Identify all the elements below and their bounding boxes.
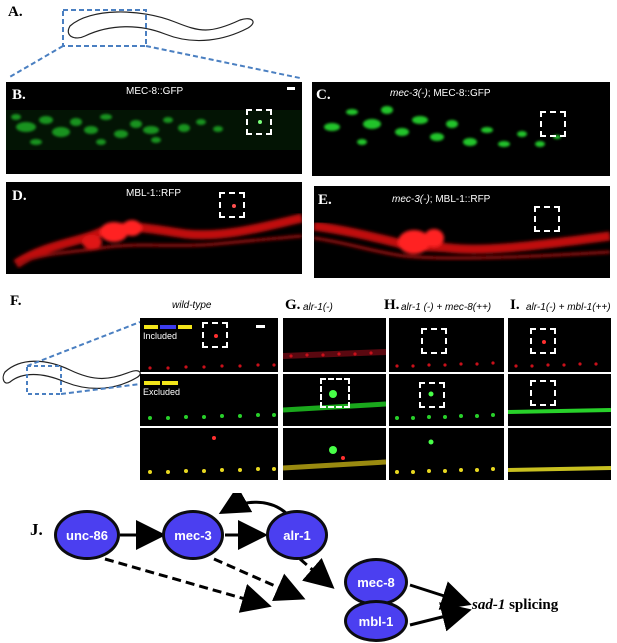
included-label: Included [143,331,178,341]
column-label-alr-1-mec-8: alr-1 (-) + mec-8(++) [401,302,492,313]
panel-b-image: MEC-8::GFP [6,82,302,174]
included-bar-yellow-2 [178,325,192,329]
panel-e-roi [534,206,560,232]
panel-f-label: F. [10,293,22,309]
panel-c-caption: mec-3(-); MEC-8::GFP [390,88,491,99]
worm-outline-icon [7,9,301,79]
panel-b-label: B. [12,87,26,103]
worm-zoom-icon [2,321,141,395]
panel-h-green-image [389,374,504,426]
panel-i-label: I. [510,297,520,313]
panel-i-roi-bottom [530,380,556,406]
panel-c-image: mec-3(-); MEC-8::GFP [312,82,610,176]
panel-c-label: C. [316,87,331,103]
node-mec-3: mec-3 [162,510,224,560]
node-mbl-1: mbl-1 [344,600,408,642]
panel-i-merge-image [508,428,611,480]
panel-d-caption: MBL-1::RFP [126,188,182,199]
panel-h-merge-image [389,428,504,480]
panel-d-image: MBL-1::RFP [6,182,302,274]
panel-f-red-image: Included [140,318,278,372]
panel-g-green-image [283,374,386,426]
node-unc-86: unc-86 [54,510,120,560]
panel-h-roi-top [421,328,447,354]
panel-a-label: A. [8,4,23,20]
network-arrows [104,493,472,632]
panel-i-green-image [508,374,611,426]
panel-i-red-image [508,318,611,372]
column-label-alr-1-mbl-1: alr-1(-) + mbl-1(++) [526,302,611,313]
included-bar-blue [160,325,176,329]
panel-f-roi [202,322,228,348]
panel-d-roi [219,192,245,218]
excluded-bar-yellow-2 [162,381,178,385]
panel-g-label: G. [285,297,301,313]
scale-bar-f [256,325,265,328]
panel-g-red-image [283,318,386,372]
panel-j-label: J. [30,520,43,539]
excluded-label: Excluded [143,387,181,397]
panel-g-merge-image [283,428,386,480]
excluded-bar-yellow-1 [144,381,160,385]
panel-e-image: mec-3(-); MBL-1::RFP [314,186,610,278]
panel-f-merge-image [140,428,278,480]
column-label-wild-type: wild-type [172,300,212,311]
panel-c-roi [540,111,566,137]
panel-i-roi-top [530,328,556,354]
panel-e-caption: mec-3(-); MBL-1::RFP [392,194,491,205]
node-mec-8: mec-8 [344,558,408,606]
panel-d-label: D. [12,188,27,204]
panel-e-label: E. [318,192,332,208]
panel-h-roi-bottom [419,382,445,408]
included-bar-yellow-1 [144,325,158,329]
scale-bar [287,87,295,90]
panel-b-roi [246,109,272,135]
panel-h-label: H. [384,297,400,313]
node-alr-1: alr-1 [266,510,328,560]
sad-1-splicing-label: sad-1 splicing [472,597,559,613]
panel-h-red-image [389,318,504,372]
panel-f-green-image: Excluded [140,374,278,426]
panel-g-roi [320,378,350,408]
column-label-alr-1: alr-1(-) [303,302,333,313]
panel-b-caption: MEC-8::GFP [126,86,184,97]
